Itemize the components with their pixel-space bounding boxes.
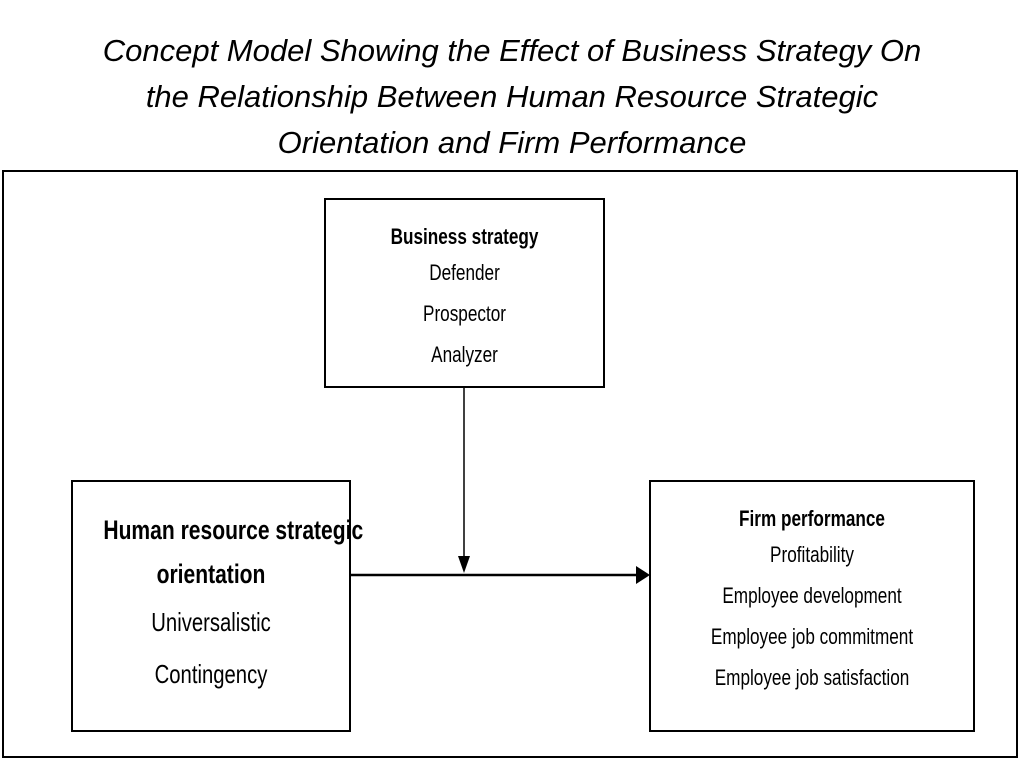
slide-title: Concept Model Showing the Effect of Busi…: [0, 28, 1024, 166]
hr-orientation-heading-line-2: orientation: [156, 559, 266, 589]
hr-item-universalistic: Universalistic: [151, 607, 271, 637]
firm-performance-heading: Firm performance: [739, 506, 885, 531]
hr-item-contingency: Contingency: [154, 659, 268, 689]
strategy-item-defender: Defender: [429, 260, 500, 285]
business-strategy-box: Business strategy Defender Prospector An…: [324, 198, 605, 388]
strategy-item-analyzer: Analyzer: [431, 342, 498, 367]
title-line-2: the Relationship Between Human Resource …: [145, 79, 879, 114]
perf-item-profitability: Profitability: [770, 542, 854, 567]
perf-item-employee-job-satisfaction: Employee job satisfaction: [714, 665, 910, 690]
diagram-frame: [2, 170, 1018, 758]
business-strategy-heading: Business strategy: [390, 224, 539, 249]
title-line-3: Orientation and Firm Performance: [277, 125, 747, 160]
title-line-1: Concept Model Showing the Effect of Busi…: [102, 33, 922, 68]
hr-orientation-box: Human resource strategic orientation Uni…: [71, 480, 364, 732]
hr-orientation-heading-line-1: Human resource strategic: [103, 515, 364, 545]
firm-performance-box: Firm performance Profitability Employee …: [649, 480, 975, 732]
strategy-item-prospector: Prospector: [423, 301, 506, 326]
perf-item-employee-job-commitment: Employee job commitment: [710, 624, 914, 649]
perf-item-employee-development: Employee development: [722, 583, 902, 608]
